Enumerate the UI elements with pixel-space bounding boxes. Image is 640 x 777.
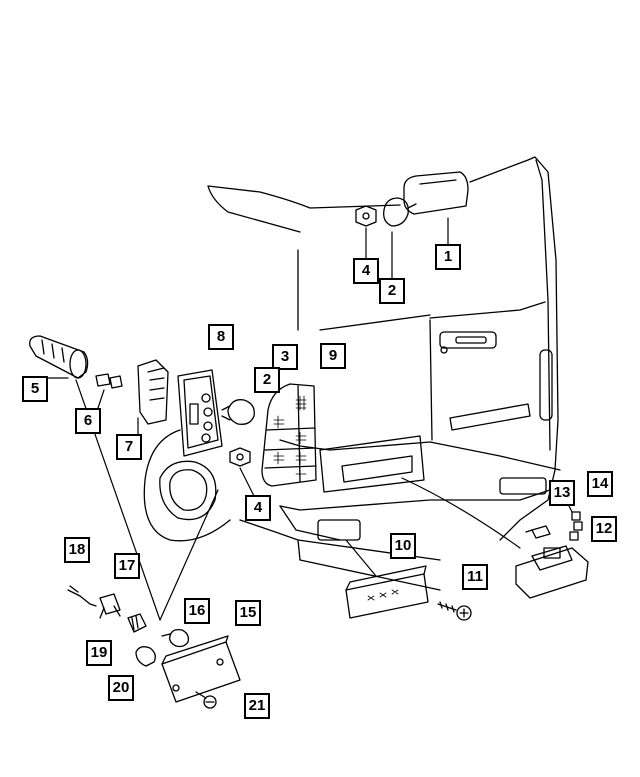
callout-3: 3 xyxy=(272,344,298,370)
marker-socket-plug xyxy=(135,646,156,667)
license-lamp-housing xyxy=(515,545,589,599)
rear-bumper xyxy=(279,439,561,541)
high-mount-lamp xyxy=(403,171,469,215)
callout-14: 14 xyxy=(587,471,613,497)
callout-1: 1 xyxy=(435,244,461,270)
callout-20: 20 xyxy=(108,675,134,701)
callout-12: 12 xyxy=(591,516,617,542)
high-mount-bulb xyxy=(383,197,417,227)
callout-11: 11 xyxy=(462,564,488,590)
rear-side-marker-slot xyxy=(539,349,553,421)
callout-21: 21 xyxy=(244,693,270,719)
callout-10: 10 xyxy=(390,533,416,559)
callout-4: 4 xyxy=(353,258,379,284)
license-lamp-bulb xyxy=(525,525,551,539)
callout-6: 6 xyxy=(75,408,101,434)
license-plate-recess xyxy=(319,435,425,493)
tail-bulb xyxy=(221,399,255,425)
callout-2b: 2 xyxy=(254,367,280,393)
callout-8: 8 xyxy=(208,324,234,350)
callout-7: 7 xyxy=(116,434,142,460)
small-clips xyxy=(569,511,583,541)
rubber-boot xyxy=(29,335,89,379)
callout-2: 2 xyxy=(379,278,405,304)
callout-13: 13 xyxy=(549,480,575,506)
callout-9: 9 xyxy=(320,343,346,369)
callout-15: 15 xyxy=(235,600,261,626)
screw-21 xyxy=(195,691,217,709)
marker-bulb xyxy=(161,628,190,648)
callout-4b: 4 xyxy=(245,495,271,521)
door-trim-strip xyxy=(449,403,531,431)
connector-clip xyxy=(99,593,121,619)
marker-socket xyxy=(127,613,147,633)
wire-terminal-18 xyxy=(67,585,97,607)
callout-19: 19 xyxy=(86,640,112,666)
nut-left xyxy=(229,447,251,467)
screw-11 xyxy=(437,601,472,621)
callout-17: 17 xyxy=(114,553,140,579)
nut-top xyxy=(355,205,377,227)
side-marker-assembly xyxy=(161,635,241,703)
leader-lines xyxy=(47,217,573,621)
callout-16: 16 xyxy=(184,598,210,624)
lamp-socket-board xyxy=(177,369,223,457)
tail-lamp-assembly xyxy=(261,383,317,487)
wiring-connector xyxy=(137,359,169,425)
rear-wheel xyxy=(143,429,231,542)
callout-18: 18 xyxy=(64,537,90,563)
wire-terminals xyxy=(95,373,123,389)
door-handle xyxy=(439,331,497,354)
side-marker-lens xyxy=(345,565,429,619)
van-body xyxy=(207,156,559,591)
callout-5: 5 xyxy=(22,376,48,402)
